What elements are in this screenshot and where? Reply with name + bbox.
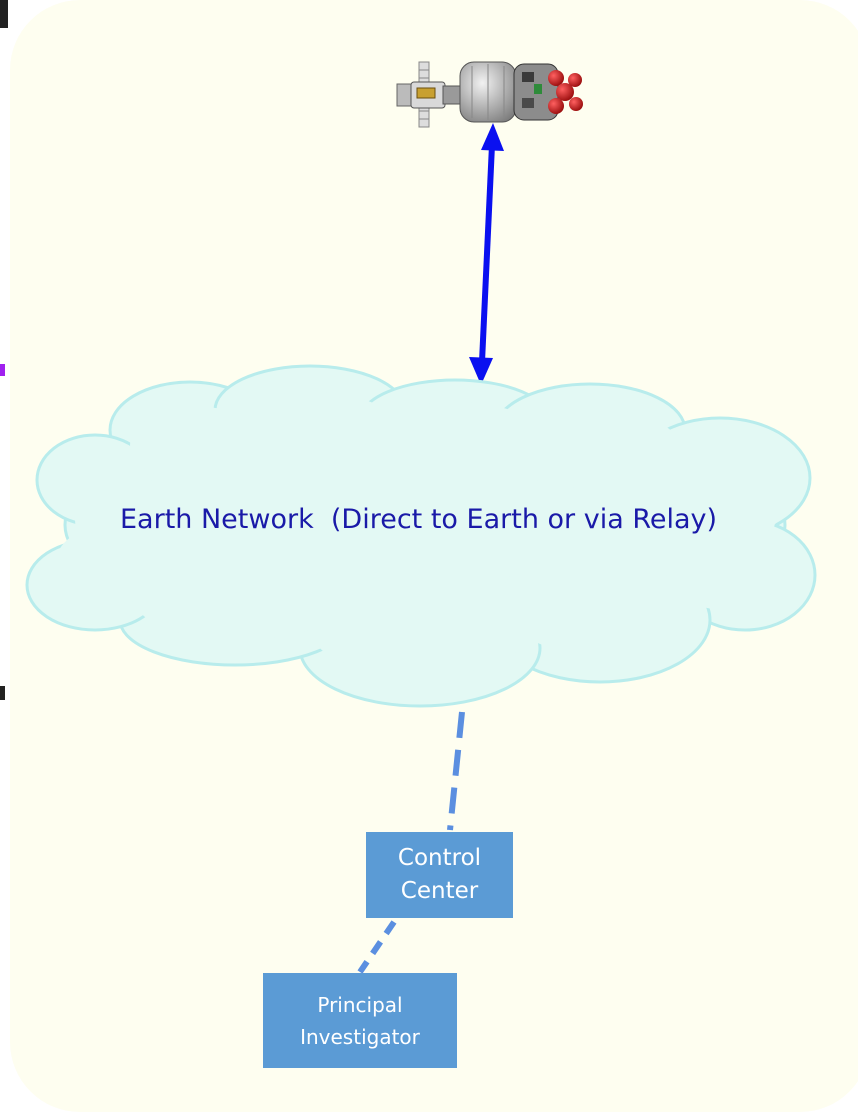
principal-investigator-line2: Investigator: [300, 1024, 420, 1049]
edge-mark: [0, 0, 8, 28]
control-center-box: Control Center: [366, 832, 513, 918]
edge-mark: [0, 364, 5, 376]
edge-mark: [0, 686, 5, 700]
principal-investigator-line1: Principal: [317, 992, 403, 1017]
control-to-pi-link: [357, 920, 397, 974]
control-center-line1: Control: [397, 844, 482, 871]
principal-investigator-box: Principal Investigator: [263, 973, 457, 1068]
spacecraft-link-arrow: [469, 123, 504, 385]
earth-network-label: Earth Network (Direct to Earth or via Re…: [120, 504, 718, 535]
network-to-control-link: [447, 711, 465, 831]
control-center-line2: Center: [400, 878, 479, 904]
spacecraft-icon: [396, 61, 583, 128]
cloud-interior: [55, 392, 785, 677]
